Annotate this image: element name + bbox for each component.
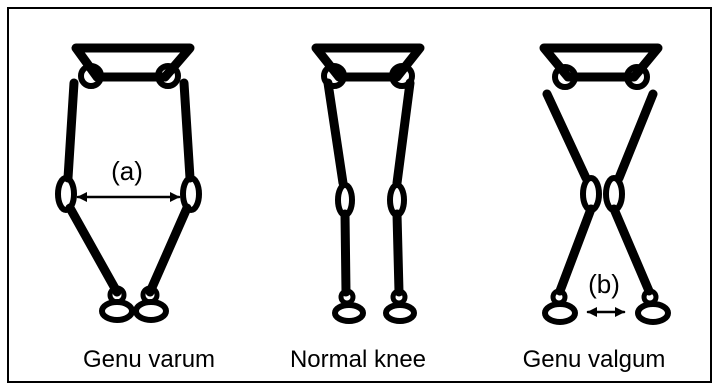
tibia-right [150, 208, 187, 292]
foot-left [335, 305, 363, 321]
femur-left [68, 83, 74, 178]
pelvis [544, 48, 658, 77]
foot-right [136, 302, 166, 320]
femur-right [184, 83, 190, 178]
caption-genu-valgum: Genu valgum [494, 346, 694, 374]
pelvis [76, 48, 190, 77]
femur-left [328, 83, 343, 183]
marker-a: (a) [111, 156, 143, 186]
tibia-left [70, 208, 117, 292]
tibia-left [560, 209, 591, 291]
caption-normal-knee: Normal knee [258, 346, 458, 374]
foot-left [102, 302, 132, 320]
marker-b: (b) [588, 269, 620, 299]
ankle-right [393, 291, 405, 303]
foot-right [638, 304, 668, 322]
femur-right [397, 83, 410, 183]
ankle-left [341, 291, 353, 303]
tibia-right [397, 214, 399, 292]
foot-left [545, 304, 575, 322]
tibia-left [345, 214, 346, 292]
femur-right [619, 94, 653, 178]
femur-left [547, 94, 586, 178]
pelvis [316, 48, 420, 77]
normal-knee-figure [316, 48, 420, 321]
foot-right [386, 305, 414, 321]
caption-genu-varum: Genu varum [49, 346, 249, 374]
